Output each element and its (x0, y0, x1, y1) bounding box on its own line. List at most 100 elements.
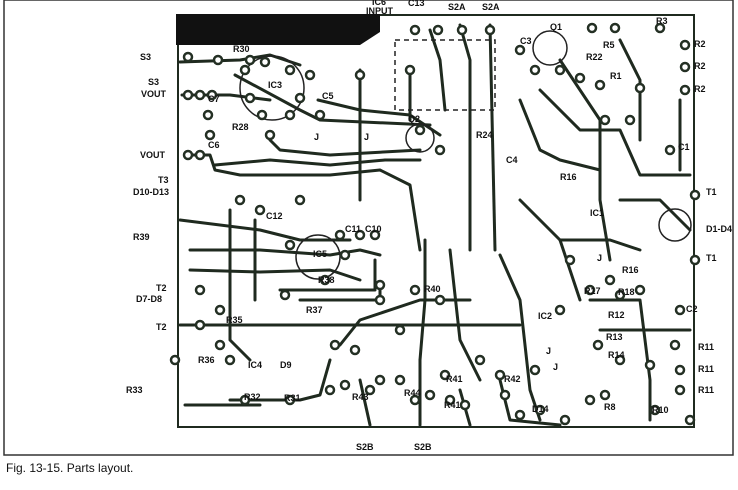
ic6-outline (394, 39, 496, 111)
solder-pad (182, 89, 194, 101)
component-label: R10 (652, 405, 669, 415)
solder-pad (459, 399, 471, 411)
solder-pad (194, 149, 206, 161)
solder-pad (534, 404, 546, 416)
component-label: R40 (424, 284, 441, 294)
solder-pad (674, 384, 686, 396)
solder-pad (294, 92, 306, 104)
component-label: R18 (618, 287, 635, 297)
component-label: IC2 (538, 311, 552, 321)
solder-pad (444, 394, 456, 406)
solder-pad (599, 389, 611, 401)
copper-trace (183, 153, 422, 252)
solder-pad (339, 379, 351, 391)
copper-trace (448, 248, 482, 382)
component-label: J (364, 132, 369, 142)
component-label: R5 (603, 40, 615, 50)
solder-pad (586, 22, 598, 34)
component-label: C3 (520, 36, 532, 46)
solder-pad (169, 354, 181, 366)
solder-pad (256, 109, 268, 121)
component-label: R24 (476, 130, 493, 140)
component-label: R8 (604, 402, 616, 412)
solder-pad (409, 284, 421, 296)
solder-pad (529, 64, 541, 76)
copper-trace (458, 23, 472, 252)
component-label: Q2 (408, 114, 420, 124)
component-label: S2A (482, 2, 500, 12)
solder-pad (599, 114, 611, 126)
component-label: D9 (280, 360, 292, 370)
component-label: C5 (322, 91, 334, 101)
component-label: C13 (408, 0, 425, 8)
copper-trace (188, 268, 362, 282)
copper-trace (188, 248, 382, 257)
component-label: R14 (608, 350, 625, 360)
solder-pad (614, 354, 626, 366)
solder-pad (204, 129, 216, 141)
component-label: C10 (365, 224, 382, 234)
solder-pad (584, 394, 596, 406)
component-label: T3 (158, 175, 169, 185)
solder-pad (182, 51, 194, 63)
component-label: R43 (352, 392, 369, 402)
solder-pad (634, 284, 646, 296)
solder-pad (424, 389, 436, 401)
solder-pad (439, 369, 451, 381)
component-label: J (546, 346, 551, 356)
solder-pad (624, 114, 636, 126)
component-label: R38 (318, 275, 335, 285)
solder-pad (202, 109, 214, 121)
traces (178, 23, 692, 427)
copper-trace (498, 253, 542, 422)
pads (169, 22, 701, 426)
copper-trace (558, 58, 612, 262)
solder-pad (594, 79, 606, 91)
copper-trace (618, 198, 692, 232)
component-label: S3 (140, 52, 151, 62)
component-label: IC5 (313, 249, 327, 259)
component-label: R16 (622, 265, 639, 275)
component-label: IC6 (372, 0, 386, 7)
component-label: R31 (284, 393, 301, 403)
solder-pad (294, 194, 306, 206)
solder-pad (674, 364, 686, 376)
component-label: R37 (306, 305, 323, 315)
solder-pad (592, 339, 604, 351)
component-label: R11 (698, 364, 714, 374)
component-label: R35 (226, 315, 243, 325)
solder-pad (264, 129, 276, 141)
solder-pad (609, 22, 621, 34)
component-label: S3 (148, 77, 159, 87)
solder-pad (284, 109, 296, 121)
q1-outline (532, 30, 568, 66)
component-label: T2 (156, 322, 167, 332)
copper-trace (178, 218, 352, 242)
solder-pad (279, 289, 291, 301)
solder-pad (554, 304, 566, 316)
component-label: IC1 (590, 208, 604, 218)
solder-pad (674, 304, 686, 316)
component-label: R2 (694, 84, 706, 94)
solder-pad (374, 374, 386, 386)
component-label: D1-D4 (706, 224, 732, 234)
copper-trace (278, 258, 377, 292)
copper-trace (558, 238, 642, 252)
solder-pad (679, 84, 691, 96)
solder-pad (664, 144, 676, 156)
component-label: IC4 (248, 360, 262, 370)
component-label: R44 (404, 388, 421, 398)
solder-pad (364, 384, 376, 396)
copper-trace (418, 238, 427, 362)
solder-pad (239, 394, 251, 406)
solder-pad (334, 229, 346, 241)
solder-pad (689, 189, 701, 201)
solder-pad (212, 54, 224, 66)
solder-pad (319, 274, 331, 286)
component-label: VOUT (140, 150, 166, 160)
copper-trace (338, 298, 472, 347)
solder-pad (456, 24, 468, 36)
solder-pad (394, 324, 406, 336)
